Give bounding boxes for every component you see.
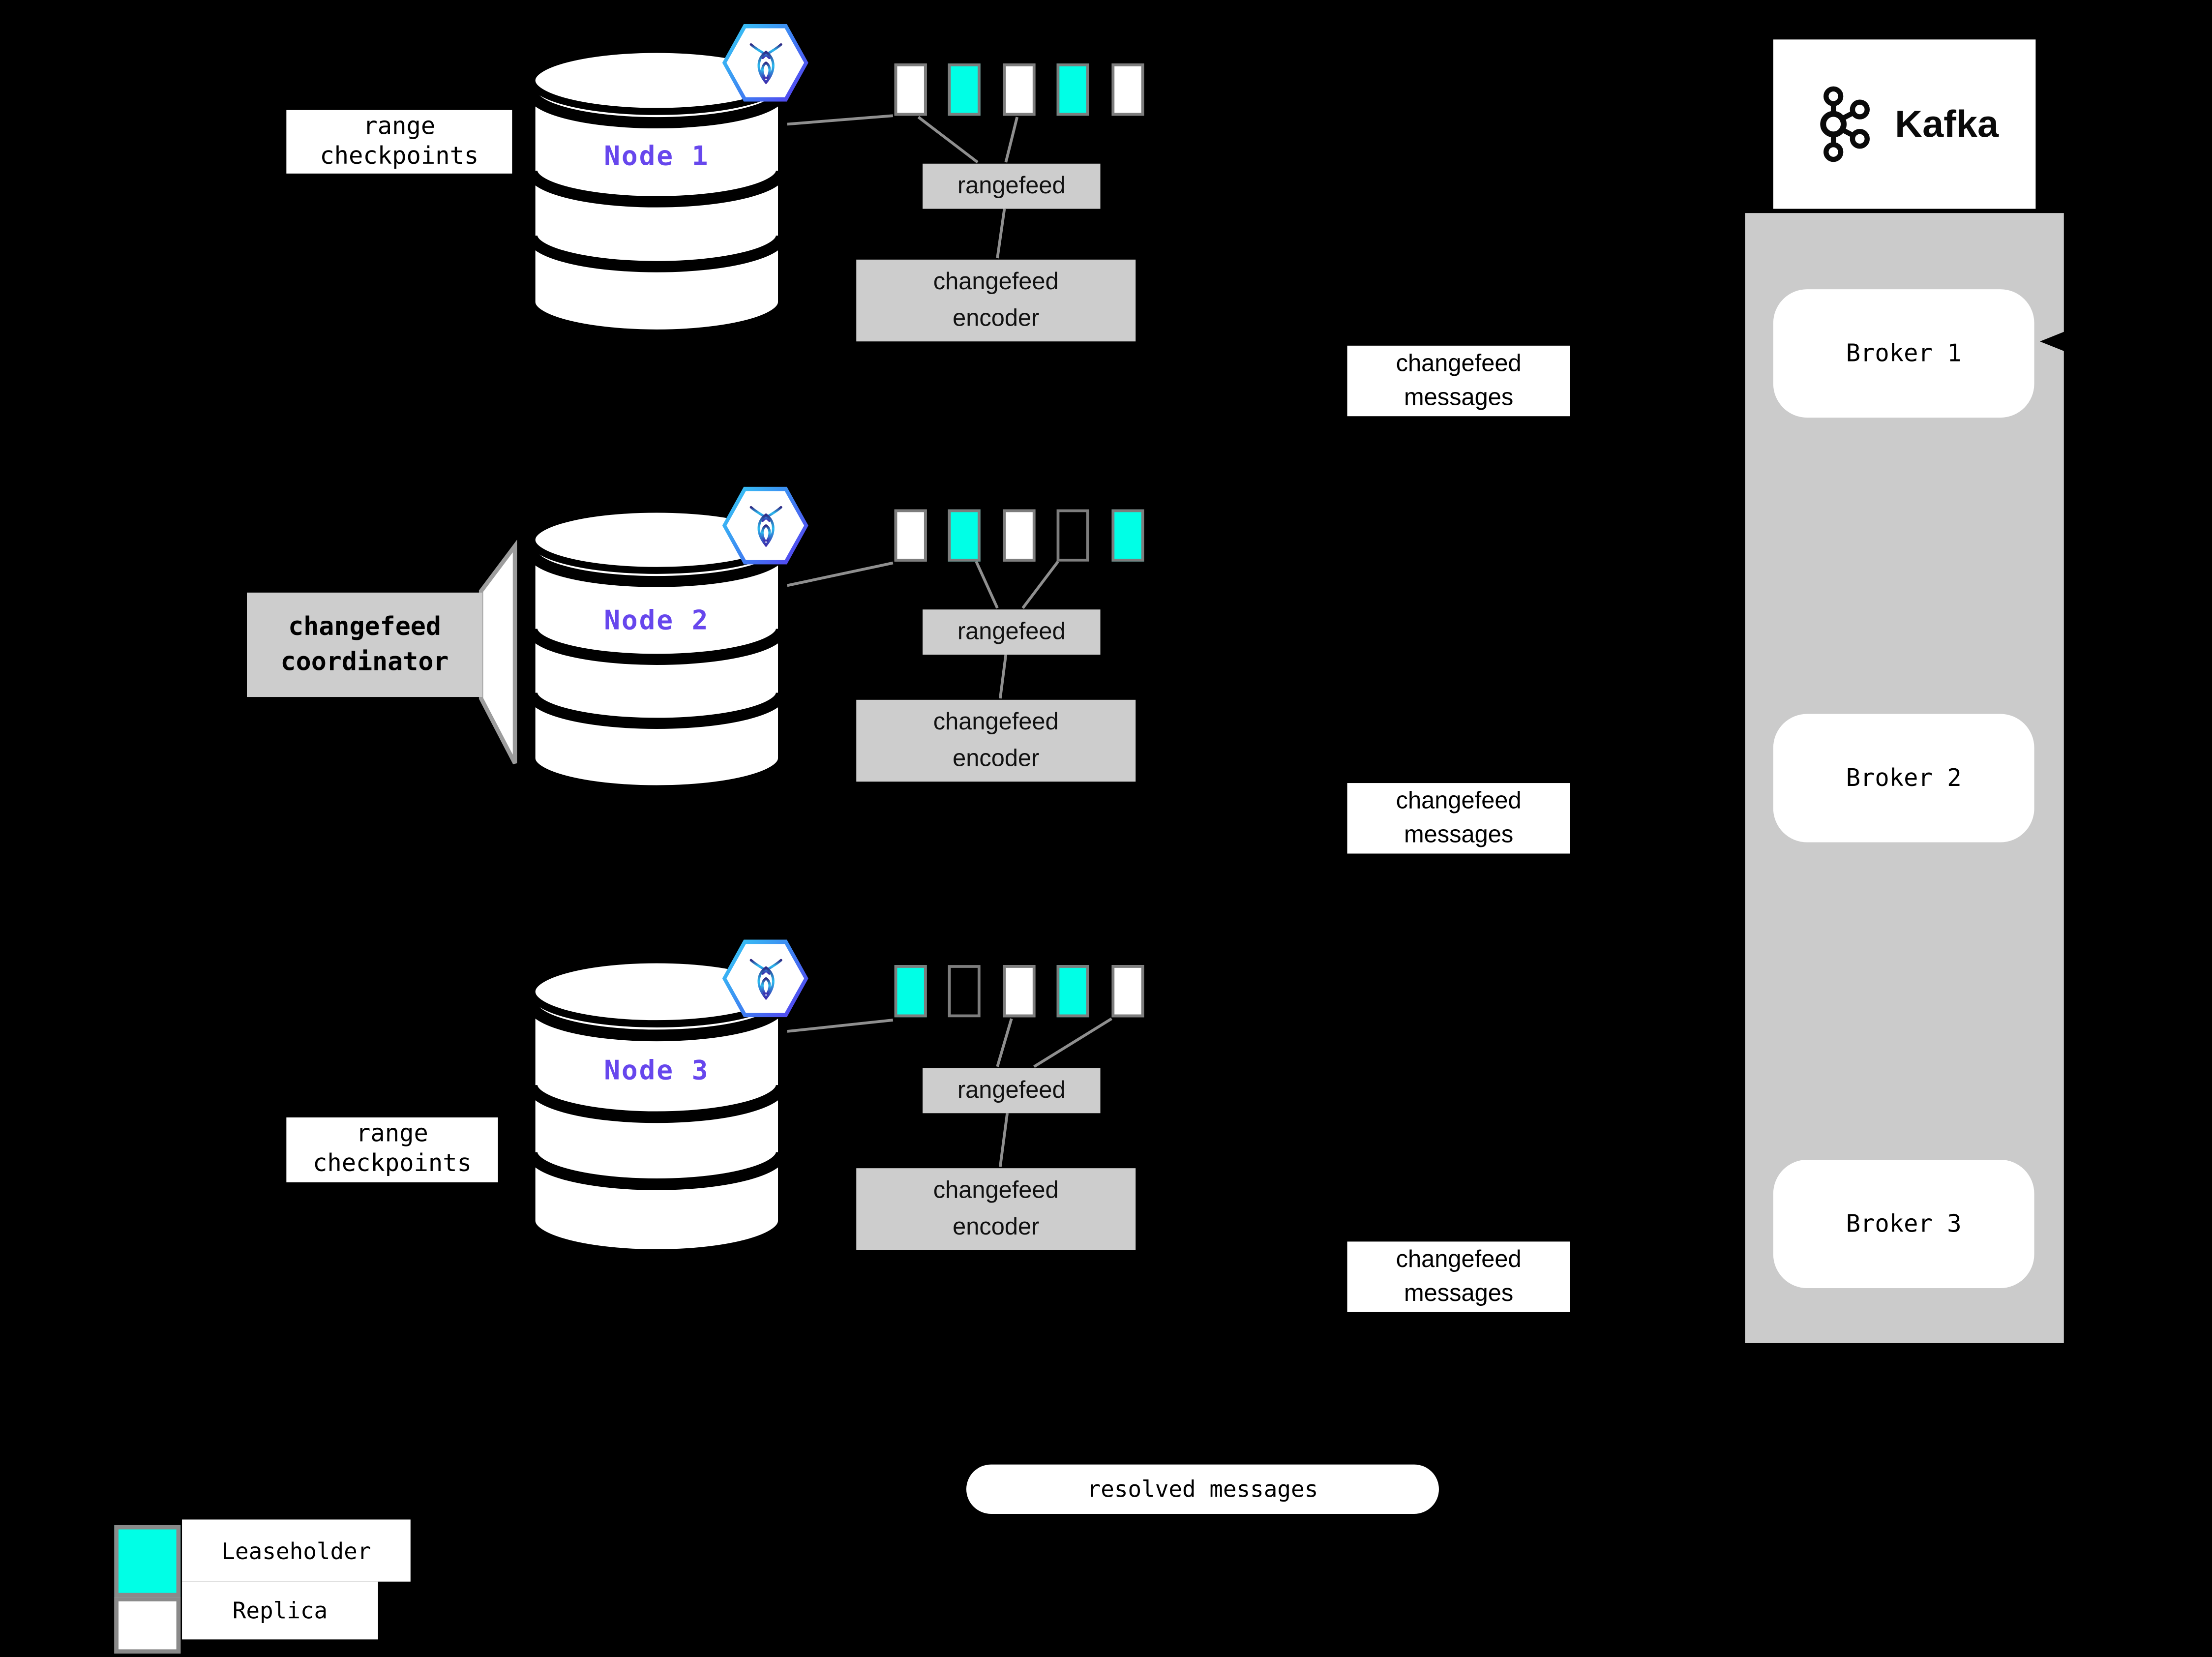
range-box bbox=[1056, 965, 1089, 1018]
broker-label: Broker 1 bbox=[1846, 339, 1962, 368]
kafka-title: Kafka bbox=[1895, 102, 1999, 145]
range-box bbox=[1056, 509, 1089, 562]
cockroach-icon bbox=[726, 491, 805, 560]
node-label: Node 1 bbox=[604, 141, 710, 172]
kafka-logo-card: Kafka bbox=[1773, 39, 2036, 209]
broker-card: Broker 3 bbox=[1773, 1159, 2034, 1289]
legend-swatch-replica bbox=[114, 1597, 181, 1654]
changefeed-messages-label: changefeed messages bbox=[1347, 783, 1570, 854]
changefeed-encoder-text: changefeed encoder bbox=[933, 708, 1059, 772]
kafka-icon bbox=[1820, 86, 1870, 162]
changefeed-coordinator-text: changefeed coordinator bbox=[280, 612, 449, 677]
rangefeed-box: rangefeed bbox=[923, 1068, 1101, 1114]
changefeed-encoder-box: changefeed encoder bbox=[856, 699, 1136, 782]
legend-label-text: Leaseholder bbox=[221, 1537, 371, 1564]
range-box bbox=[948, 965, 981, 1018]
node-label: Node 3 bbox=[604, 1055, 710, 1086]
changefeed-messages-label: changefeed messages bbox=[1347, 345, 1570, 417]
node-cylinder bbox=[526, 46, 787, 333]
range-box bbox=[1003, 965, 1036, 1018]
legend-label-text: Replica bbox=[232, 1597, 328, 1624]
range-checkpoints-text: range checkpoints bbox=[312, 1120, 472, 1178]
range-box bbox=[894, 63, 927, 116]
range-checkpoints-label: range checkpoints bbox=[286, 110, 512, 174]
resolved-messages-pill: resolved messages bbox=[966, 1464, 1439, 1514]
range-box bbox=[894, 965, 927, 1018]
broker-label: Broker 2 bbox=[1846, 764, 1962, 792]
rangefeed-box: rangefeed bbox=[923, 609, 1101, 655]
node-cylinder bbox=[526, 506, 787, 789]
coordinator-ribbon bbox=[478, 540, 517, 764]
changefeed-encoder-box: changefeed encoder bbox=[856, 259, 1136, 342]
node-cylinder bbox=[526, 956, 787, 1253]
changefeed-encoder-text: changefeed encoder bbox=[933, 1176, 1059, 1240]
range-box bbox=[1003, 509, 1036, 562]
range-box bbox=[1111, 509, 1144, 562]
changefeed-coordinator-label: changefeed coordinator bbox=[247, 592, 483, 697]
changefeed-messages-text: changefeed messages bbox=[1396, 1245, 1522, 1307]
changefeed-encoder-text: changefeed encoder bbox=[933, 268, 1059, 332]
range-box bbox=[1056, 63, 1089, 116]
cockroach-icon bbox=[726, 28, 805, 97]
rangefeed-box: rangefeed bbox=[923, 163, 1101, 209]
changefeed-messages-label: changefeed messages bbox=[1347, 1241, 1570, 1312]
range-box bbox=[948, 509, 981, 562]
range-box bbox=[948, 63, 981, 116]
range-checkpoints-label: range checkpoints bbox=[286, 1117, 498, 1182]
legend-label: Leaseholder bbox=[182, 1519, 411, 1582]
broker-label: Broker 3 bbox=[1846, 1209, 1962, 1238]
range-box bbox=[1111, 965, 1144, 1018]
range-box bbox=[894, 509, 927, 562]
range-box bbox=[1111, 63, 1144, 116]
range-box bbox=[1003, 63, 1036, 116]
changefeed-messages-text: changefeed messages bbox=[1396, 787, 1522, 848]
range-checkpoints-text: range checkpoints bbox=[320, 112, 479, 170]
resolved-messages-text: resolved messages bbox=[1087, 1476, 1318, 1503]
node-label: Node 2 bbox=[604, 605, 710, 636]
broker-card: Broker 2 bbox=[1773, 714, 2034, 843]
legend-swatch-leaseholder bbox=[114, 1525, 181, 1597]
broker-card: Broker 1 bbox=[1773, 289, 2034, 418]
changefeed-messages-text: changefeed messages bbox=[1396, 350, 1522, 411]
cockroach-icon bbox=[726, 944, 805, 1013]
changefeed-encoder-box: changefeed encoder bbox=[856, 1168, 1136, 1250]
legend-label: Replica bbox=[182, 1581, 378, 1640]
arrowhead-artifact bbox=[2039, 330, 2068, 353]
